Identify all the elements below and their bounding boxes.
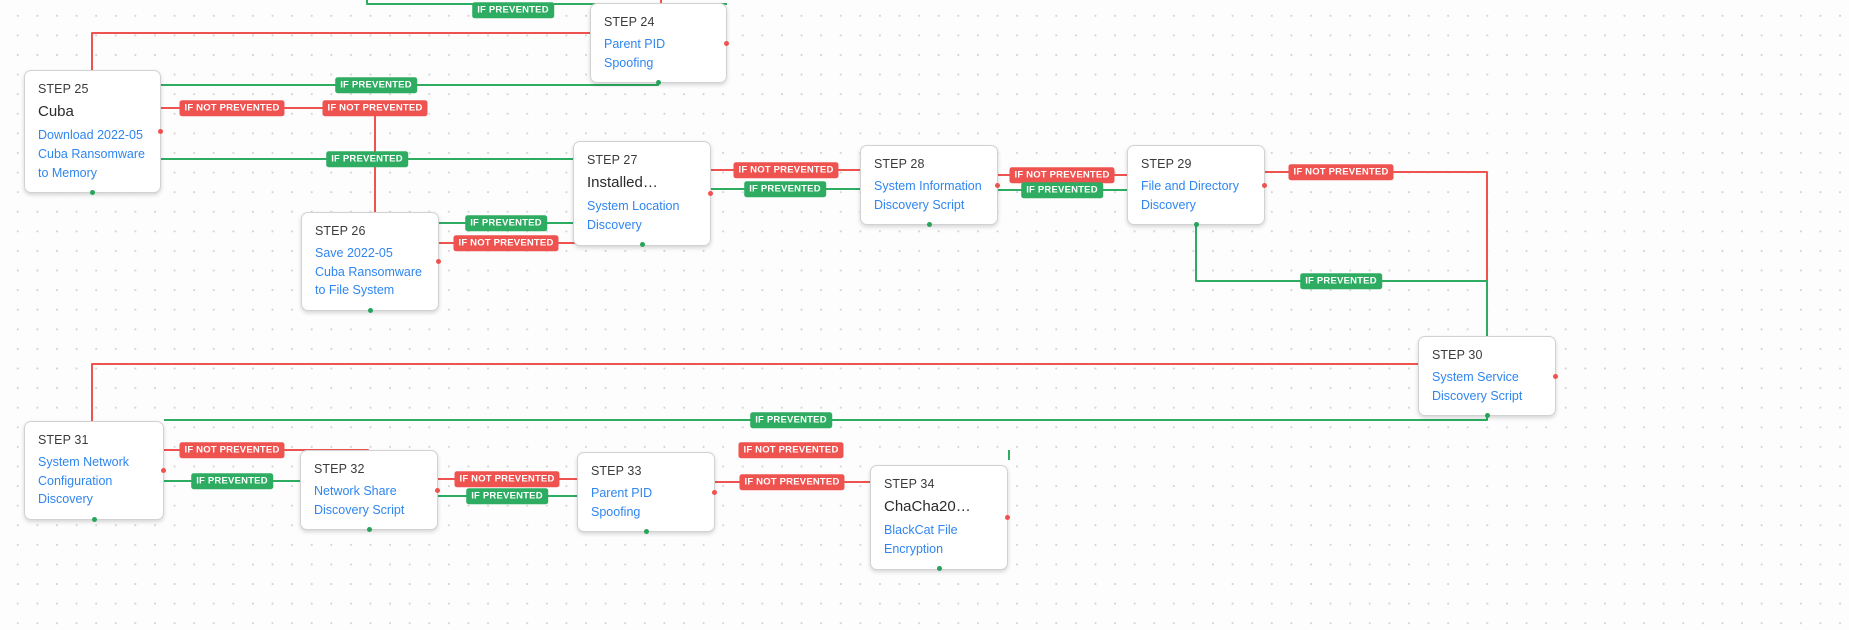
edge-label-prevented: IF PREVENTED bbox=[1021, 182, 1103, 198]
edge-label-prevented: IF PREVENTED bbox=[191, 473, 273, 489]
node-port-prevented[interactable] bbox=[926, 221, 932, 227]
node-port-not-prevented[interactable] bbox=[157, 129, 163, 135]
edge-label-prevented: IF PREVENTED bbox=[326, 151, 408, 167]
node-technique-link[interactable]: System Location Discovery bbox=[587, 199, 680, 232]
node-step-id: STEP 31 bbox=[38, 433, 89, 447]
node-technique-link[interactable]: File and Directory Discovery bbox=[1141, 178, 1239, 212]
edge-label-not-prevented: IF NOT PREVENTED bbox=[179, 442, 285, 458]
edge-label-prevented: IF PREVENTED bbox=[465, 215, 547, 231]
edge-label-not-prevented: IF NOT PREVENTED bbox=[733, 162, 839, 178]
node-port-prevented[interactable] bbox=[367, 307, 373, 313]
node-step-id: STEP 30 bbox=[1432, 348, 1483, 362]
edge-label-not-prevented: IF NOT PREVENTED bbox=[322, 100, 428, 116]
node-step-id: STEP 24 bbox=[604, 15, 655, 29]
node-port-not-prevented[interactable] bbox=[994, 182, 1000, 188]
node-port-prevented[interactable] bbox=[936, 566, 942, 572]
edge-label-not-prevented: IF NOT PREVENTED bbox=[453, 235, 559, 251]
node-port-prevented[interactable] bbox=[91, 516, 97, 522]
flow-node-step-24[interactable]: STEP 24 Parent PID Spoofing bbox=[590, 3, 729, 85]
node-technique-link[interactable]: Parent PID Spoofing bbox=[604, 36, 666, 70]
node-step-id: STEP 29 bbox=[1141, 157, 1192, 171]
edge-label-prevented: IF PREVENTED bbox=[466, 488, 548, 504]
node-step-id: STEP 32 bbox=[314, 462, 365, 476]
node-port-prevented[interactable] bbox=[1193, 221, 1199, 227]
flow-node-step-27[interactable]: STEP 27 Installed… System Location Discove… bbox=[573, 141, 713, 248]
node-port-prevented[interactable] bbox=[90, 189, 95, 195]
flow-node-step-28[interactable]: STEP 28 System Information Discovery Scri… bbox=[860, 145, 1000, 227]
node-port-not-prevented[interactable] bbox=[434, 487, 440, 493]
flow-node-step-34[interactable]: STEP 34 ChaCha20… BlackCat File Encryption bbox=[870, 465, 1010, 572]
node-port-prevented[interactable] bbox=[639, 242, 645, 248]
edge-label-not-prevented: IF NOT PREVENTED bbox=[1288, 164, 1394, 180]
edge-label-prevented: IF PREVENTED bbox=[744, 181, 826, 197]
node-technique-link[interactable]: BlackCat File Encryption bbox=[884, 523, 958, 556]
node-technique-link[interactable]: System Network Configuration Discovery bbox=[38, 454, 129, 507]
node-technique-link[interactable]: Network Share Discovery Script bbox=[314, 483, 405, 517]
edge-label-not-prevented: IF NOT PREVENTED bbox=[739, 474, 845, 490]
node-port-not-prevented[interactable] bbox=[435, 259, 441, 265]
flow-node-step-33[interactable]: STEP 33 Parent PID Spoofing bbox=[577, 452, 717, 534]
node-step-id: STEP 34 bbox=[884, 477, 935, 491]
node-port-not-prevented[interactable] bbox=[707, 190, 713, 196]
edge-label-prevented: IF PREVENTED bbox=[335, 77, 417, 93]
node-title: Cuba bbox=[38, 102, 74, 120]
node-step-id: STEP 33 bbox=[591, 464, 642, 478]
node-step-id: STEP 27 bbox=[587, 153, 638, 167]
edge-not-prevented bbox=[1265, 171, 1488, 336]
flow-node-step-32[interactable]: STEP 32 Network Share Discovery Script bbox=[300, 450, 440, 532]
node-port-not-prevented[interactable] bbox=[1261, 182, 1267, 188]
node-port-not-prevented[interactable] bbox=[1004, 514, 1010, 520]
node-technique-link[interactable]: Download 2022-05 Cuba Ransomware to Memo… bbox=[38, 128, 145, 180]
node-port-prevented[interactable] bbox=[366, 526, 372, 532]
edge-label-not-prevented: IF NOT PREVENTED bbox=[738, 442, 844, 458]
node-technique-link[interactable]: Parent PID Spoofing bbox=[591, 485, 653, 519]
node-title: ChaCha20… bbox=[884, 497, 971, 515]
edge-label-prevented: IF PREVENTED bbox=[1300, 273, 1382, 289]
node-step-id: STEP 28 bbox=[874, 157, 925, 171]
node-port-not-prevented[interactable] bbox=[711, 489, 717, 495]
node-port-prevented[interactable] bbox=[1484, 412, 1490, 418]
node-step-id: STEP 26 bbox=[315, 224, 366, 238]
edge-label-prevented: IF PREVENTED bbox=[472, 2, 554, 18]
node-port-not-prevented[interactable] bbox=[723, 40, 729, 46]
node-port-prevented[interactable] bbox=[656, 79, 661, 85]
edge-label-not-prevented: IF NOT PREVENTED bbox=[179, 100, 285, 116]
node-port-prevented[interactable] bbox=[643, 528, 649, 534]
edge-label-prevented: IF PREVENTED bbox=[750, 412, 832, 428]
node-step-id: STEP 25 bbox=[38, 82, 89, 96]
node-technique-link[interactable]: System Information Discovery Script bbox=[874, 178, 982, 212]
node-port-not-prevented[interactable] bbox=[160, 468, 166, 474]
node-title: Installed… bbox=[587, 173, 658, 191]
flow-node-step-29[interactable]: STEP 29 File and Directory Discovery bbox=[1127, 145, 1267, 227]
node-technique-link[interactable]: System Service Discovery Script bbox=[1432, 369, 1523, 403]
node-technique-link[interactable]: Save 2022-05 Cuba Ransomware to File Sys… bbox=[315, 245, 422, 298]
flow-node-step-30[interactable]: STEP 30 System Service Discovery Script bbox=[1418, 336, 1558, 418]
edge-label-not-prevented: IF NOT PREVENTED bbox=[1009, 167, 1115, 183]
flow-node-step-31[interactable]: STEP 31 System Network Configuration Disc… bbox=[24, 421, 166, 522]
edge-label-not-prevented: IF NOT PREVENTED bbox=[454, 471, 560, 487]
node-port-not-prevented[interactable] bbox=[1552, 373, 1558, 379]
flow-node-step-26[interactable]: STEP 26 Save 2022-05 Cuba Ransomware to F… bbox=[301, 212, 441, 313]
